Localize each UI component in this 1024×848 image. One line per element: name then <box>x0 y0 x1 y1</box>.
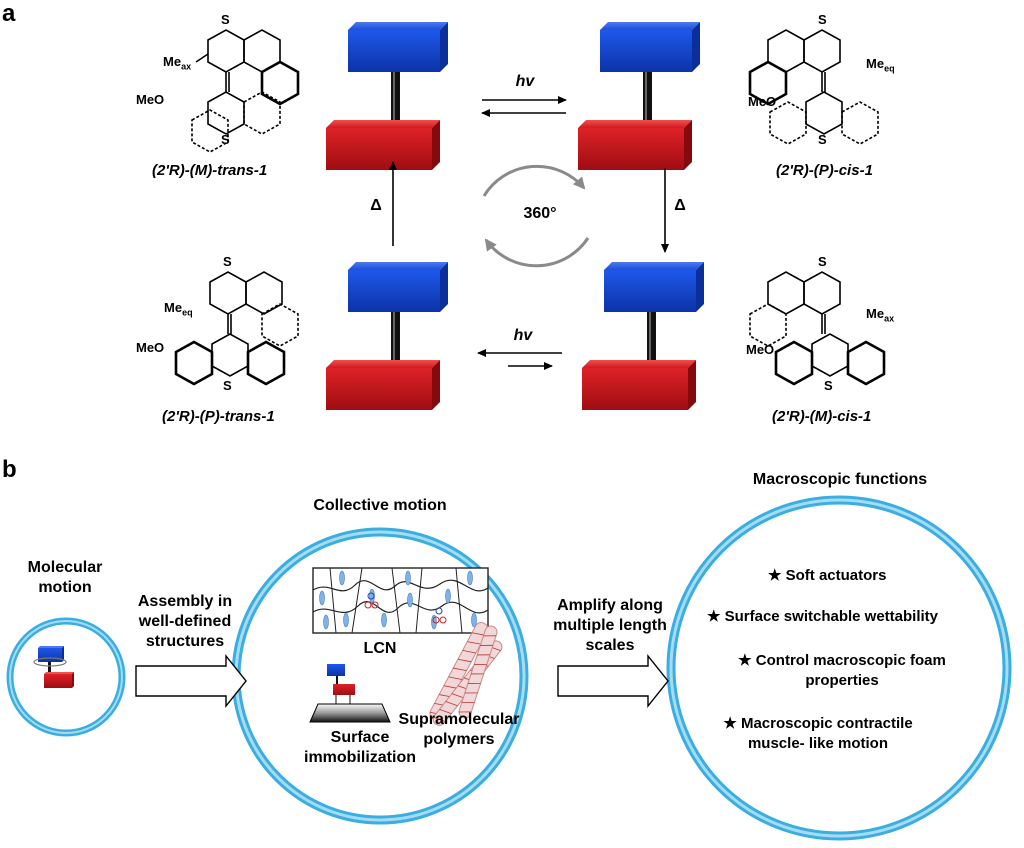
caption-bottom-left: (2'R)-(P)-trans-1 <box>162 408 275 425</box>
label-molecular-motion: Molecular motion <box>27 559 103 596</box>
rotation-label: 360° <box>523 205 557 222</box>
atom-me-br: Meax <box>866 306 895 324</box>
label-lcn: LCN <box>363 640 397 657</box>
lcn-network <box>312 567 489 634</box>
motor-top-left <box>326 22 448 170</box>
label-amplify: Amplify along multiple length scales <box>553 597 667 654</box>
function-contractile-motion: ★ Macroscopic contractile muscle- like m… <box>723 715 913 752</box>
motor-bottom-right <box>582 262 704 410</box>
atom-s-tr-top: S <box>818 12 827 27</box>
molecule-top-right <box>748 29 879 145</box>
atom-me-tr: Meeq <box>866 56 895 74</box>
atom-s-br-bottom: S <box>824 378 833 393</box>
atom-meo-br: MeO <box>746 342 775 357</box>
label-supramolecular-polymers: Supramolecular polymers <box>398 711 520 748</box>
caption-top-right: (2'R)-(P)-cis-1 <box>776 162 873 179</box>
label-assembly: Assembly in well-defined structures <box>137 593 233 650</box>
caption-bottom-right: (2'R)-(M)-cis-1 <box>772 408 872 425</box>
caption-top-left: (2'R)-(M)-trans-1 <box>152 162 268 179</box>
rotation-ellipse-icon <box>33 657 67 667</box>
function-soft-actuators: ★ Soft actuators <box>768 567 887 584</box>
rotation-arc-lower <box>484 237 590 268</box>
supramolecular-fibers <box>429 622 503 726</box>
hv-label-bottom: hv <box>513 327 533 344</box>
delta-label-right: Δ <box>674 197 686 214</box>
block-arrow-assembly <box>135 654 247 708</box>
molecule-bottom-right <box>749 271 886 386</box>
atom-me-bl: Meeq <box>164 300 193 318</box>
motor-top-right <box>578 22 700 170</box>
rotation-arc-upper <box>482 164 586 197</box>
atom-meo-tr: MeO <box>748 94 777 109</box>
surface-plate <box>309 703 391 723</box>
atom-s-tl-bottom: S <box>221 132 230 147</box>
motor-bottom-left <box>326 262 448 410</box>
function-switchable-wettability: ★ Surface switchable wettability <box>707 608 939 625</box>
molecule-bottom-left <box>174 271 299 386</box>
label-surface-immobilization: Surface immobilization <box>304 729 416 766</box>
atom-s-bl-bottom: S <box>223 378 232 393</box>
label-collective-motion: Collective motion <box>313 497 447 514</box>
atom-me-tl: Meax <box>163 54 192 72</box>
atom-s-tr-bottom: S <box>818 132 827 147</box>
panel-label-a: a <box>2 0 16 27</box>
surface-motor <box>327 664 355 704</box>
atom-s-bl-top: S <box>223 254 232 269</box>
small-motor <box>38 646 74 688</box>
hv-label-top: hv <box>515 73 535 90</box>
atom-meo-tl: MeO <box>136 92 165 107</box>
block-arrow-amplify <box>557 654 669 708</box>
molecule-top-left <box>191 29 300 153</box>
atom-s-tl-top: S <box>221 12 230 27</box>
atom-s-br-top: S <box>818 254 827 269</box>
panel-label-b: b <box>2 456 17 483</box>
atom-meo-bl: MeO <box>136 340 165 355</box>
delta-label-left: Δ <box>370 197 382 214</box>
function-foam-properties: ★ Control macroscopic foam properties <box>738 652 946 689</box>
label-macroscopic-functions: Macroscopic functions <box>752 471 928 488</box>
